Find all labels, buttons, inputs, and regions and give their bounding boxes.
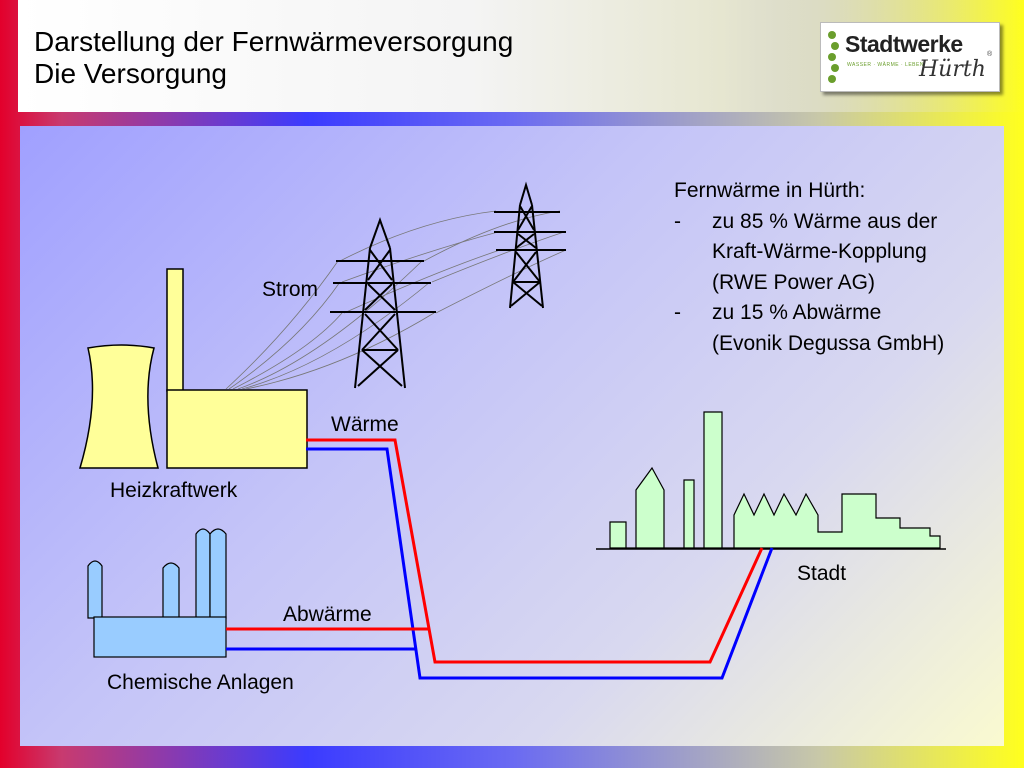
info-heading: Fernwärme in Hürth: xyxy=(674,179,866,202)
chimney xyxy=(166,268,184,392)
info-item-text: zu 15 % Abwärme xyxy=(712,301,882,324)
return-pipe-power-plant xyxy=(306,447,774,680)
cooling-tower xyxy=(78,344,159,469)
label-abwaerme: Abwärme xyxy=(283,603,372,626)
info-item: - zu 85 % Wärme aus der xyxy=(674,207,944,238)
city-skyline xyxy=(609,411,941,549)
logo-registered-mark: ® xyxy=(987,51,993,58)
chemical-column-4 xyxy=(209,528,227,619)
logo-tagline: WASSER · WÄRME · LEBEN xyxy=(847,62,924,68)
pylon-1 xyxy=(330,217,436,389)
label-chemische-anlagen: Chemische Anlagen xyxy=(107,671,294,694)
info-item-text: Kraft-Wärme-Kopplung xyxy=(712,240,927,263)
info-bullet: - xyxy=(674,209,681,233)
power-line-wires xyxy=(225,210,567,390)
chemical-plant xyxy=(87,528,227,658)
logo-dots-icon xyxy=(828,31,839,83)
chemical-base xyxy=(93,616,227,658)
info-item-text: (RWE Power AG) xyxy=(712,270,875,294)
chemical-column-3 xyxy=(195,528,211,619)
logo-city: Hürth xyxy=(919,57,986,82)
chemical-column-2 xyxy=(162,562,180,619)
logo-name: Stadtwerke xyxy=(845,31,963,57)
info-box: Fernwärme in Hürth: - zu 85 % Wärme aus … xyxy=(674,176,944,359)
stadtwerke-logo: Stadtwerke WASSER · WÄRME · LEBEN Hürth … xyxy=(820,22,1000,92)
chemical-column-1 xyxy=(87,560,103,619)
supply-pipe-power-plant xyxy=(306,438,764,664)
label-stadt: Stadt xyxy=(797,562,847,585)
info-item-text: zu 85 % Wärme aus der xyxy=(712,209,938,233)
label-strom: Strom xyxy=(262,278,319,301)
info-item-text: (Evonik Degussa GmbH) xyxy=(712,331,945,355)
title-line-2: Die Versorgung xyxy=(34,58,228,89)
info-item: - zu 15 % Abwärme xyxy=(674,298,944,329)
pylon-2 xyxy=(494,181,566,309)
label-heizkraftwerk: Heizkraftwerk xyxy=(110,479,238,502)
info-bullet: - xyxy=(674,301,681,324)
slide-title: Darstellung der Fernwärmeversorgung Die … xyxy=(34,26,513,90)
label-waerme: Wärme xyxy=(331,413,399,436)
title-line-1: Darstellung der Fernwärmeversorgung xyxy=(34,26,514,57)
power-plant-building xyxy=(166,389,308,469)
